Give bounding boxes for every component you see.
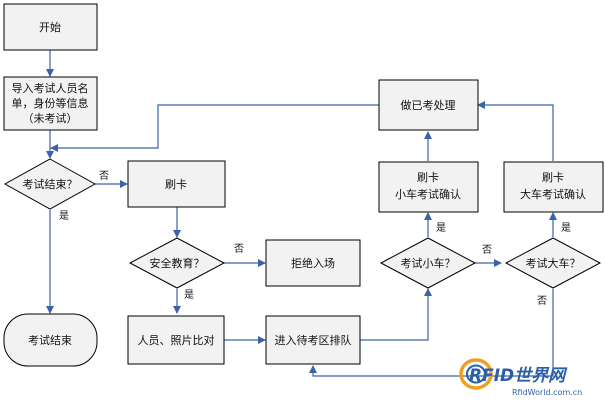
node-queue-label: 进入待考区排队 — [275, 333, 352, 347]
node-import-line3: （未考试） — [23, 112, 78, 125]
node-done: 做已考处理 — [378, 79, 479, 131]
node-swipe-big-line2: 大车考试确认 — [520, 187, 586, 201]
connectors — [46, 50, 557, 377]
edge-big-no — [309, 289, 554, 377]
decision-exam-over-label: 考试结束？ — [23, 178, 78, 191]
decision-big-car: 考试大车？ — [504, 237, 602, 289]
watermark-ring-icon — [459, 358, 493, 390]
node-swipe-small-line1: 刷卡 — [417, 171, 439, 184]
label-small-yes: 是 — [436, 222, 446, 234]
decision-small-car-label: 考试小车？ — [401, 256, 456, 270]
node-start-label: 开始 — [39, 20, 61, 34]
node-photo-check: 人员、照片比对 — [127, 315, 225, 365]
node-swipe-card-label: 刷卡 — [165, 178, 187, 191]
label-big-yes: 是 — [561, 222, 571, 234]
node-swipe-small: 刷卡 小车考试确认 — [378, 161, 479, 213]
node-exam-end-label: 考试结束 — [28, 334, 72, 347]
node-exam-end: 考试结束 — [3, 313, 98, 367]
decision-exam-over: 考试结束？ — [3, 158, 97, 210]
watermark-url: RfidWorld.com.cn — [512, 388, 582, 397]
edge-done-to-exam-over — [50, 104, 379, 152]
watermark: RFID世界网 RfidWorld.com.cn — [459, 358, 582, 397]
node-swipe-small-line2: 小车考试确认 — [395, 187, 461, 201]
decision-safety: 安全教育？ — [128, 237, 226, 289]
decision-safety-label: 安全教育？ — [150, 256, 205, 270]
node-import-line1: 导入考试人员名 — [12, 81, 89, 95]
decision-small-car: 考试小车？ — [379, 237, 477, 289]
node-reject: 拒绝入场 — [265, 239, 361, 287]
edge-queue-to-small — [360, 288, 432, 341]
label-safety-yes: 是 — [184, 289, 194, 301]
edge-labels: 否 是 否 是 是 否 是 否 — [59, 170, 571, 307]
node-swipe-big-line1: 刷卡 — [542, 171, 564, 184]
label-big-no: 否 — [537, 295, 547, 307]
label-exam-over-yes: 是 — [59, 210, 69, 222]
node-swipe-card: 刷卡 — [127, 160, 226, 208]
edge-swipe-big-to-done — [477, 101, 554, 161]
watermark-brand: RFID世界网 — [469, 366, 568, 386]
label-exam-over-no: 否 — [99, 170, 109, 182]
node-queue: 进入待考区排队 — [265, 315, 361, 365]
node-import: 导入考试人员名 单，身份等信息 （未考试） — [3, 76, 98, 131]
node-import-line2: 单，身份等信息 — [12, 96, 89, 110]
node-reject-label: 拒绝入场 — [291, 256, 335, 270]
decision-big-car-label: 考试大车？ — [526, 256, 581, 270]
label-small-no: 否 — [482, 244, 492, 256]
node-swipe-big: 刷卡 大车考试确认 — [503, 161, 604, 213]
node-photo-check-label: 人员、照片比对 — [138, 333, 215, 347]
node-start: 开始 — [3, 3, 98, 51]
label-safety-no: 否 — [234, 243, 244, 255]
node-done-label: 做已考处理 — [401, 98, 456, 112]
